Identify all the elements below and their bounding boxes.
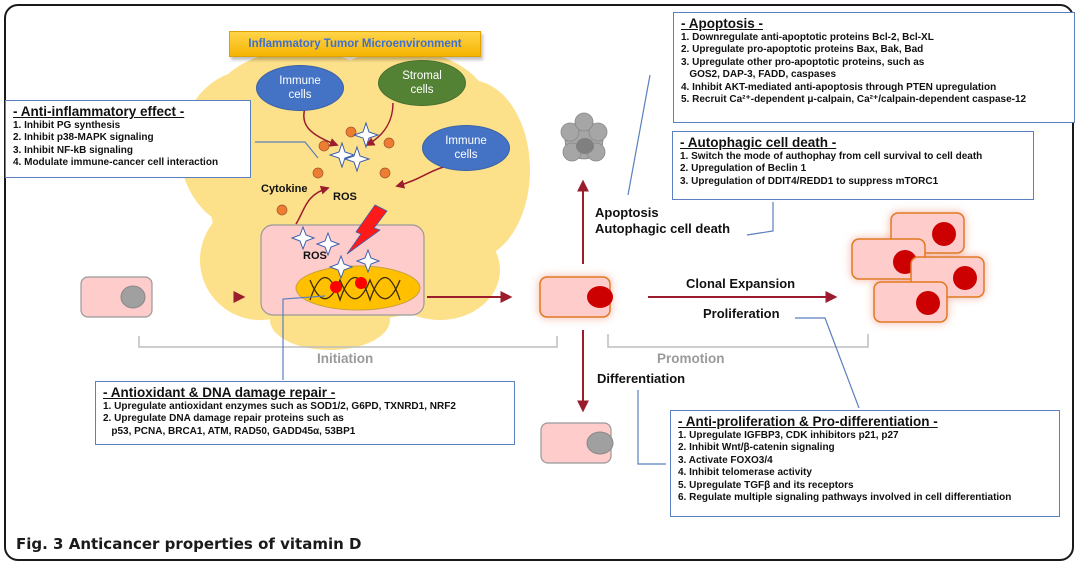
anti-inflammatory-item: 2. Inhibit p38-MAPK signaling	[13, 132, 154, 144]
antioxidant-item: p53, PCNA, BRCA1, ATM, RAD50, GADD45α, 5…	[103, 425, 356, 437]
cytokine-label: Cytokine	[261, 183, 308, 195]
tumor-nucleus	[587, 286, 613, 308]
autophagic-title: - Autophagic cell death -	[680, 135, 837, 150]
initiation-bracket	[138, 336, 558, 348]
anti-inflammatory-item: 3. Inhibit NF-kB signaling	[13, 144, 133, 156]
anti-proliferation-item: 5. Upregulate TGFβ and its receptors	[678, 479, 854, 491]
anti-inflammatory-item: 1. Inhibit PG synthesis	[13, 120, 121, 131]
anti-proliferation-item: 3. Activate FOXO3/4	[678, 454, 773, 466]
anti-proliferation-item: 1. Upregulate IGFBP3, CDK inhibitors p21…	[678, 430, 899, 441]
apoptosis-item: 4. Inhibit AKT-mediated anti-apoptosis t…	[681, 81, 997, 93]
apoptosis-item: 3. Upregulate other pro-apoptotic protei…	[681, 56, 925, 68]
apoptosis-item: 1. Downregulate anti-apoptotic proteins …	[681, 32, 934, 43]
dna-damage-burst-icon	[330, 277, 367, 293]
clonal-expansion-label: Clonal Expansion	[686, 276, 796, 291]
stage-promotion: Promotion	[657, 351, 725, 366]
ros-stars	[328, 121, 380, 173]
arrow-stromal-to-ros	[365, 102, 394, 146]
autophagic-item: 1. Switch the mode of authophay from cel…	[680, 151, 983, 162]
promotion-bracket	[607, 334, 869, 348]
stage-initiation: Initiation	[317, 351, 374, 366]
immune-cells-2: Immune cells	[422, 125, 510, 171]
immune-cells-1: Immune cells	[256, 65, 344, 111]
apoptosis-item: 2. Upregulate pro-apoptotic proteins Bax…	[681, 44, 924, 56]
ros-stars-cell	[290, 225, 381, 280]
lightning-icon	[346, 204, 388, 255]
tme-title-banner: Inflammatory Tumor Microenvironment	[229, 31, 481, 57]
anti-proliferation-item: 4. Inhibit telomerase activity	[678, 467, 812, 479]
anti-proliferation-item: 6. Regulate multiple signaling pathways …	[678, 492, 1012, 504]
differentiation-label: Differentiation	[597, 371, 686, 386]
stromal-cells: Stromal cells	[378, 60, 466, 106]
anti-inflammatory-item: 4. Modulate immune-cancer cell interacti…	[13, 157, 219, 169]
apoptosis-title: - Apoptosis -	[681, 16, 763, 31]
ros-label-cell: ROS	[303, 250, 327, 262]
autophagic-item: 2. Upregulation of Beclin 1	[680, 163, 807, 175]
apoptosis-label: Apoptosis	[595, 205, 659, 220]
antioxidant-item: 1. Upregulate antioxidant enzymes such a…	[103, 401, 456, 412]
dna-helix-icon	[309, 277, 401, 303]
ros-label-top: ROS	[333, 191, 357, 203]
arrow-immune-to-ros	[303, 107, 339, 147]
normal-nucleus	[120, 285, 146, 309]
autophagic-item: 3. Upregulation of DDIT4/REDD1 to suppre…	[680, 175, 939, 187]
connector-lines	[255, 74, 860, 465]
anti-proliferation-title: - Anti-proliferation & Pro-differentiati…	[678, 414, 938, 429]
anti-inflammatory-box: - Anti-inflammatory effect - 1. Inhibit …	[5, 100, 251, 178]
tumor-cell-cluster	[851, 212, 985, 323]
anti-proliferation-item: 2. Inhibit Wnt/β-catenin signaling	[678, 442, 835, 454]
apoptosis-box: - Apoptosis - 1. Downregulate anti-apopt…	[673, 12, 1075, 123]
autophagic-cell-death-box: - Autophagic cell death - 1. Switch the …	[672, 131, 1034, 200]
apoptosis-item: GOS2, DAP-3, FADD, caspases	[681, 69, 837, 81]
autophagic-cell-death-label: Autophagic cell death	[595, 221, 731, 236]
antioxidant-dna-repair-box: - Antioxidant & DNA damage repair - 1. U…	[95, 381, 515, 445]
figure-frame	[4, 4, 1074, 561]
differentiated-nucleus	[586, 431, 614, 455]
proliferation-label: Proliferation	[703, 306, 780, 321]
figure-caption: Fig. 3 Anticancer properties of vitamin …	[16, 535, 362, 553]
apoptosis-item: 5. Recruit Ca²⁺-dependent μ-calpain, Ca²…	[681, 94, 1027, 106]
anti-inflammatory-title: - Anti-inflammatory effect -	[13, 104, 185, 119]
antioxidant-title: - Antioxidant & DNA damage repair -	[103, 385, 336, 400]
anti-proliferation-box: - Anti-proliferation & Pro-differentiati…	[670, 410, 1060, 517]
dead-cell-nucleus	[576, 138, 594, 154]
antioxidant-item: 2. Upregulate DNA damage repair proteins…	[103, 413, 344, 425]
arrow-cytokine-to-ros	[295, 185, 330, 225]
